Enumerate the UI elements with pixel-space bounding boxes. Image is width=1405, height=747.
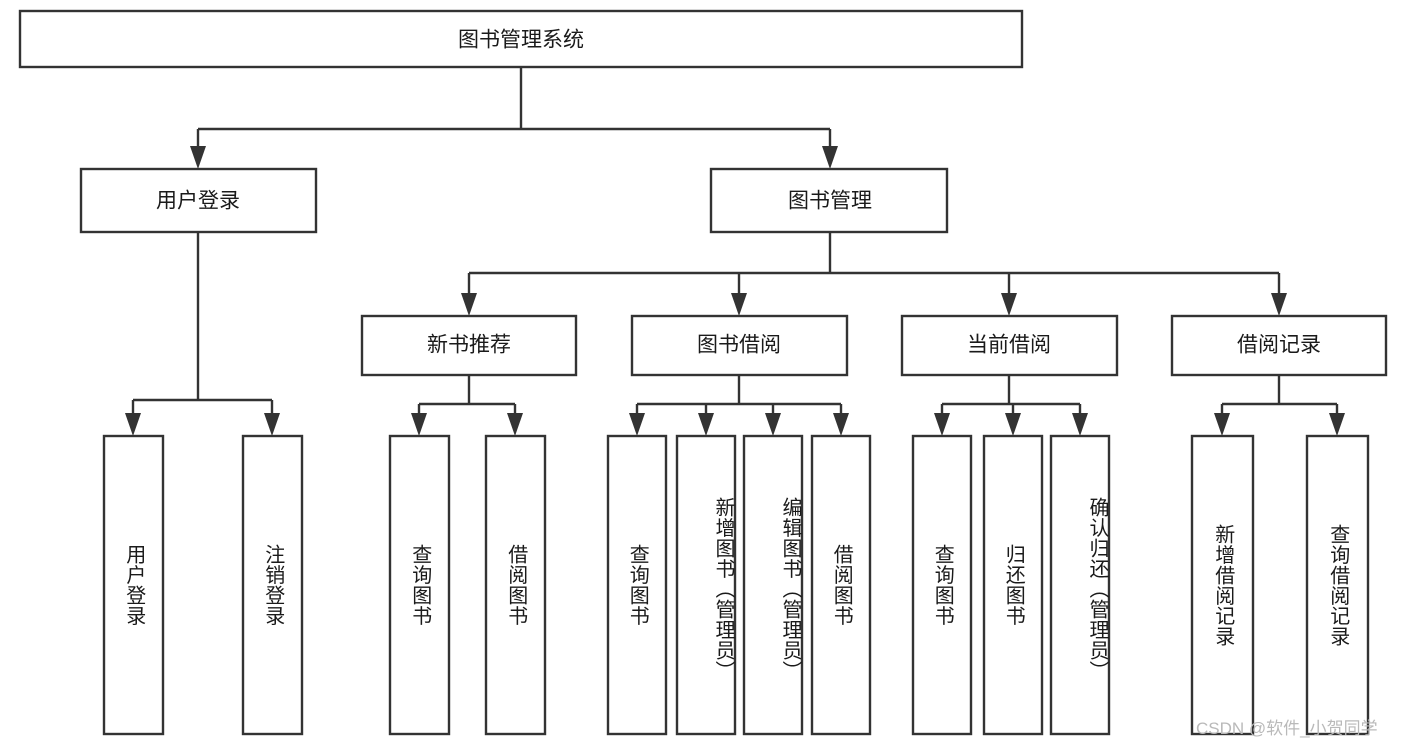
node-book-borrow-box[interactable] xyxy=(630,314,849,377)
arrowhead-leaf-query-book-2 xyxy=(629,413,645,436)
csdn-watermark: CSDN @软件_小贺同学 xyxy=(1196,719,1378,738)
leaf-borrow-book-2-box[interactable] xyxy=(810,434,872,736)
connector-group xyxy=(125,67,1345,436)
leaf-group-book-borrow xyxy=(606,434,872,736)
node-new-book-recommend[interactable]: 新书推荐 xyxy=(360,314,578,377)
node-new-book-recommend-label: 新书推荐 xyxy=(427,334,511,357)
arrowhead-user-login xyxy=(190,146,206,169)
arrowhead-current-borrow xyxy=(1001,293,1017,316)
leaf-add-record-box[interactable] xyxy=(1190,434,1255,736)
leaf-edit-book-box[interactable] xyxy=(742,434,804,736)
arrowhead-leaf-query-book-3 xyxy=(934,413,950,436)
node-book-borrow[interactable]: 图书借阅 xyxy=(630,314,849,377)
arrowhead-leaf-borrow-book-2 xyxy=(833,413,849,436)
node-root-label: 图书管理系统 xyxy=(458,29,584,52)
arrowhead-leaf-logout-login xyxy=(264,413,280,436)
leaf-confirm-return-box[interactable] xyxy=(1049,434,1111,736)
leaf-query-book-1-box[interactable] xyxy=(388,434,451,736)
node-borrow-record-box[interactable] xyxy=(1170,314,1388,377)
arrowhead-leaf-add-record xyxy=(1214,413,1230,436)
node-book-borrow-label: 图书借阅 xyxy=(697,334,781,357)
leaf-query-record-box[interactable] xyxy=(1305,434,1370,736)
node-root[interactable]: 图书管理系统 xyxy=(18,9,1024,69)
arrowhead-leaf-user-login xyxy=(125,413,141,436)
node-user-login[interactable]: 用户登录 xyxy=(79,167,318,234)
node-user-login-box[interactable] xyxy=(79,167,318,234)
node-book-management-box[interactable] xyxy=(709,167,949,234)
leaf-group-new-book-recommend xyxy=(388,434,547,736)
arrowhead-leaf-borrow-book-1 xyxy=(507,413,523,436)
arrowhead-leaf-return-book xyxy=(1005,413,1021,436)
leaf-group-borrow-record xyxy=(1190,434,1370,736)
arrowhead-leaf-query-book-1 xyxy=(411,413,427,436)
node-current-borrow-label: 当前借阅 xyxy=(967,334,1051,357)
node-book-management[interactable]: 图书管理 xyxy=(709,167,949,234)
node-current-borrow[interactable]: 当前借阅 xyxy=(900,314,1119,377)
leaf-add-book-box[interactable] xyxy=(675,434,737,736)
node-borrow-record[interactable]: 借阅记录 xyxy=(1170,314,1388,377)
leaf-group-user-login xyxy=(102,434,304,736)
leaf-query-book-3-box[interactable] xyxy=(911,434,973,736)
arrowhead-leaf-query-record xyxy=(1329,413,1345,436)
node-borrow-record-label: 借阅记录 xyxy=(1237,334,1321,357)
leaf-user-login-box[interactable] xyxy=(102,434,165,736)
node-current-borrow-box[interactable] xyxy=(900,314,1119,377)
arrowhead-borrow-record xyxy=(1271,293,1287,316)
leaf-return-book-box[interactable] xyxy=(982,434,1044,736)
arrowhead-leaf-edit-book xyxy=(765,413,781,436)
node-root-box[interactable] xyxy=(18,9,1024,69)
arrowhead-new-book-recommend xyxy=(461,293,477,316)
node-book-management-label: 图书管理 xyxy=(788,190,872,213)
node-new-book-recommend-box[interactable] xyxy=(360,314,578,377)
leaf-query-book-2-box[interactable] xyxy=(606,434,668,736)
node-user-login-label: 用户登录 xyxy=(156,190,240,213)
arrowhead-leaf-add-book xyxy=(698,413,714,436)
leaf-logout-login-box[interactable] xyxy=(241,434,304,736)
arrowhead-leaf-confirm-return xyxy=(1072,413,1088,436)
leaf-group-current-borrow xyxy=(911,434,1111,736)
leaf-borrow-book-1-box[interactable] xyxy=(484,434,547,736)
arrowhead-book-management xyxy=(822,146,838,169)
arrowhead-book-borrow xyxy=(731,293,747,316)
